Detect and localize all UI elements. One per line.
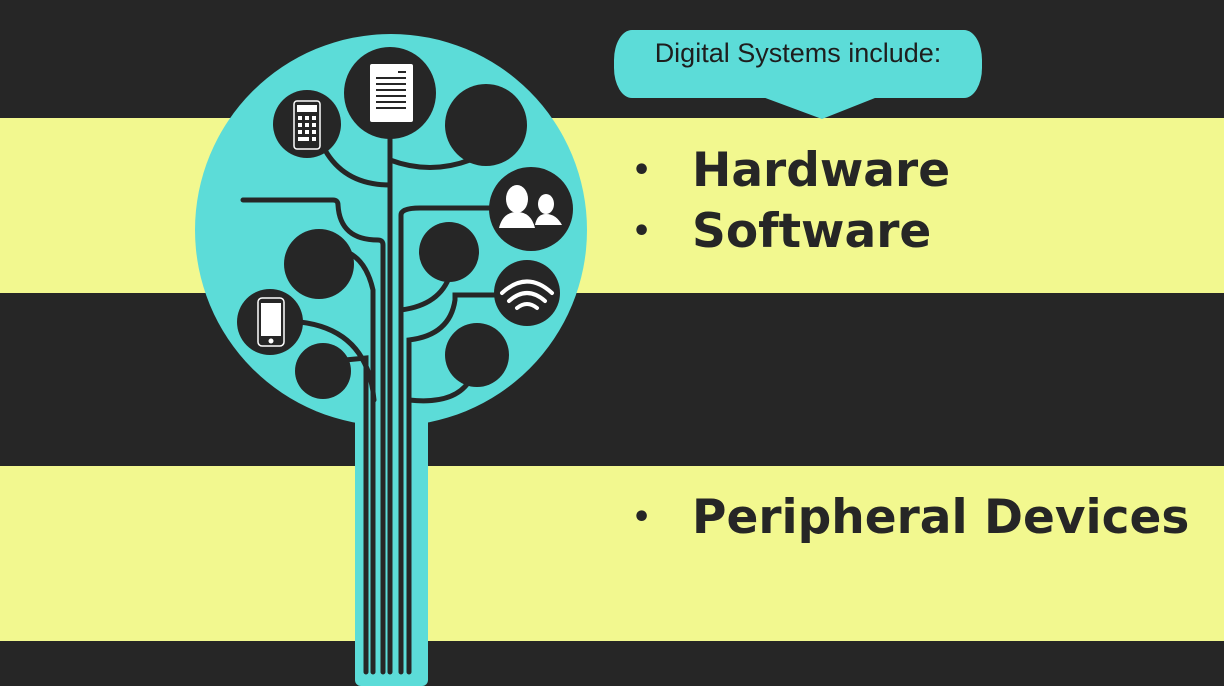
bullet-label: Peripheral Devices: [692, 490, 1190, 545]
bullet-dot: •: [632, 500, 652, 535]
bullet-label: Hardware: [692, 143, 951, 198]
bullet-dot: •: [632, 153, 652, 188]
calculator-icon: [293, 100, 321, 150]
bullet-software: • Software: [632, 204, 931, 259]
bullet-peripheral-devices: • Peripheral Devices: [632, 490, 1189, 545]
document-icon: [370, 64, 413, 122]
callout-bubble: Digital Systems include:: [614, 30, 982, 98]
users-icon: [499, 185, 562, 228]
yellow-band-bottom: [0, 466, 1224, 641]
bullet-label: Software: [692, 204, 932, 259]
smartphone-icon: [257, 297, 285, 347]
wifi-icon: [500, 279, 554, 310]
users-node: [489, 167, 573, 251]
callout-text: Digital Systems include:: [654, 38, 942, 68]
bullet-dot: •: [632, 214, 652, 249]
bullet-hardware: • Hardware: [632, 143, 950, 198]
callout-pointer: [760, 96, 880, 119]
